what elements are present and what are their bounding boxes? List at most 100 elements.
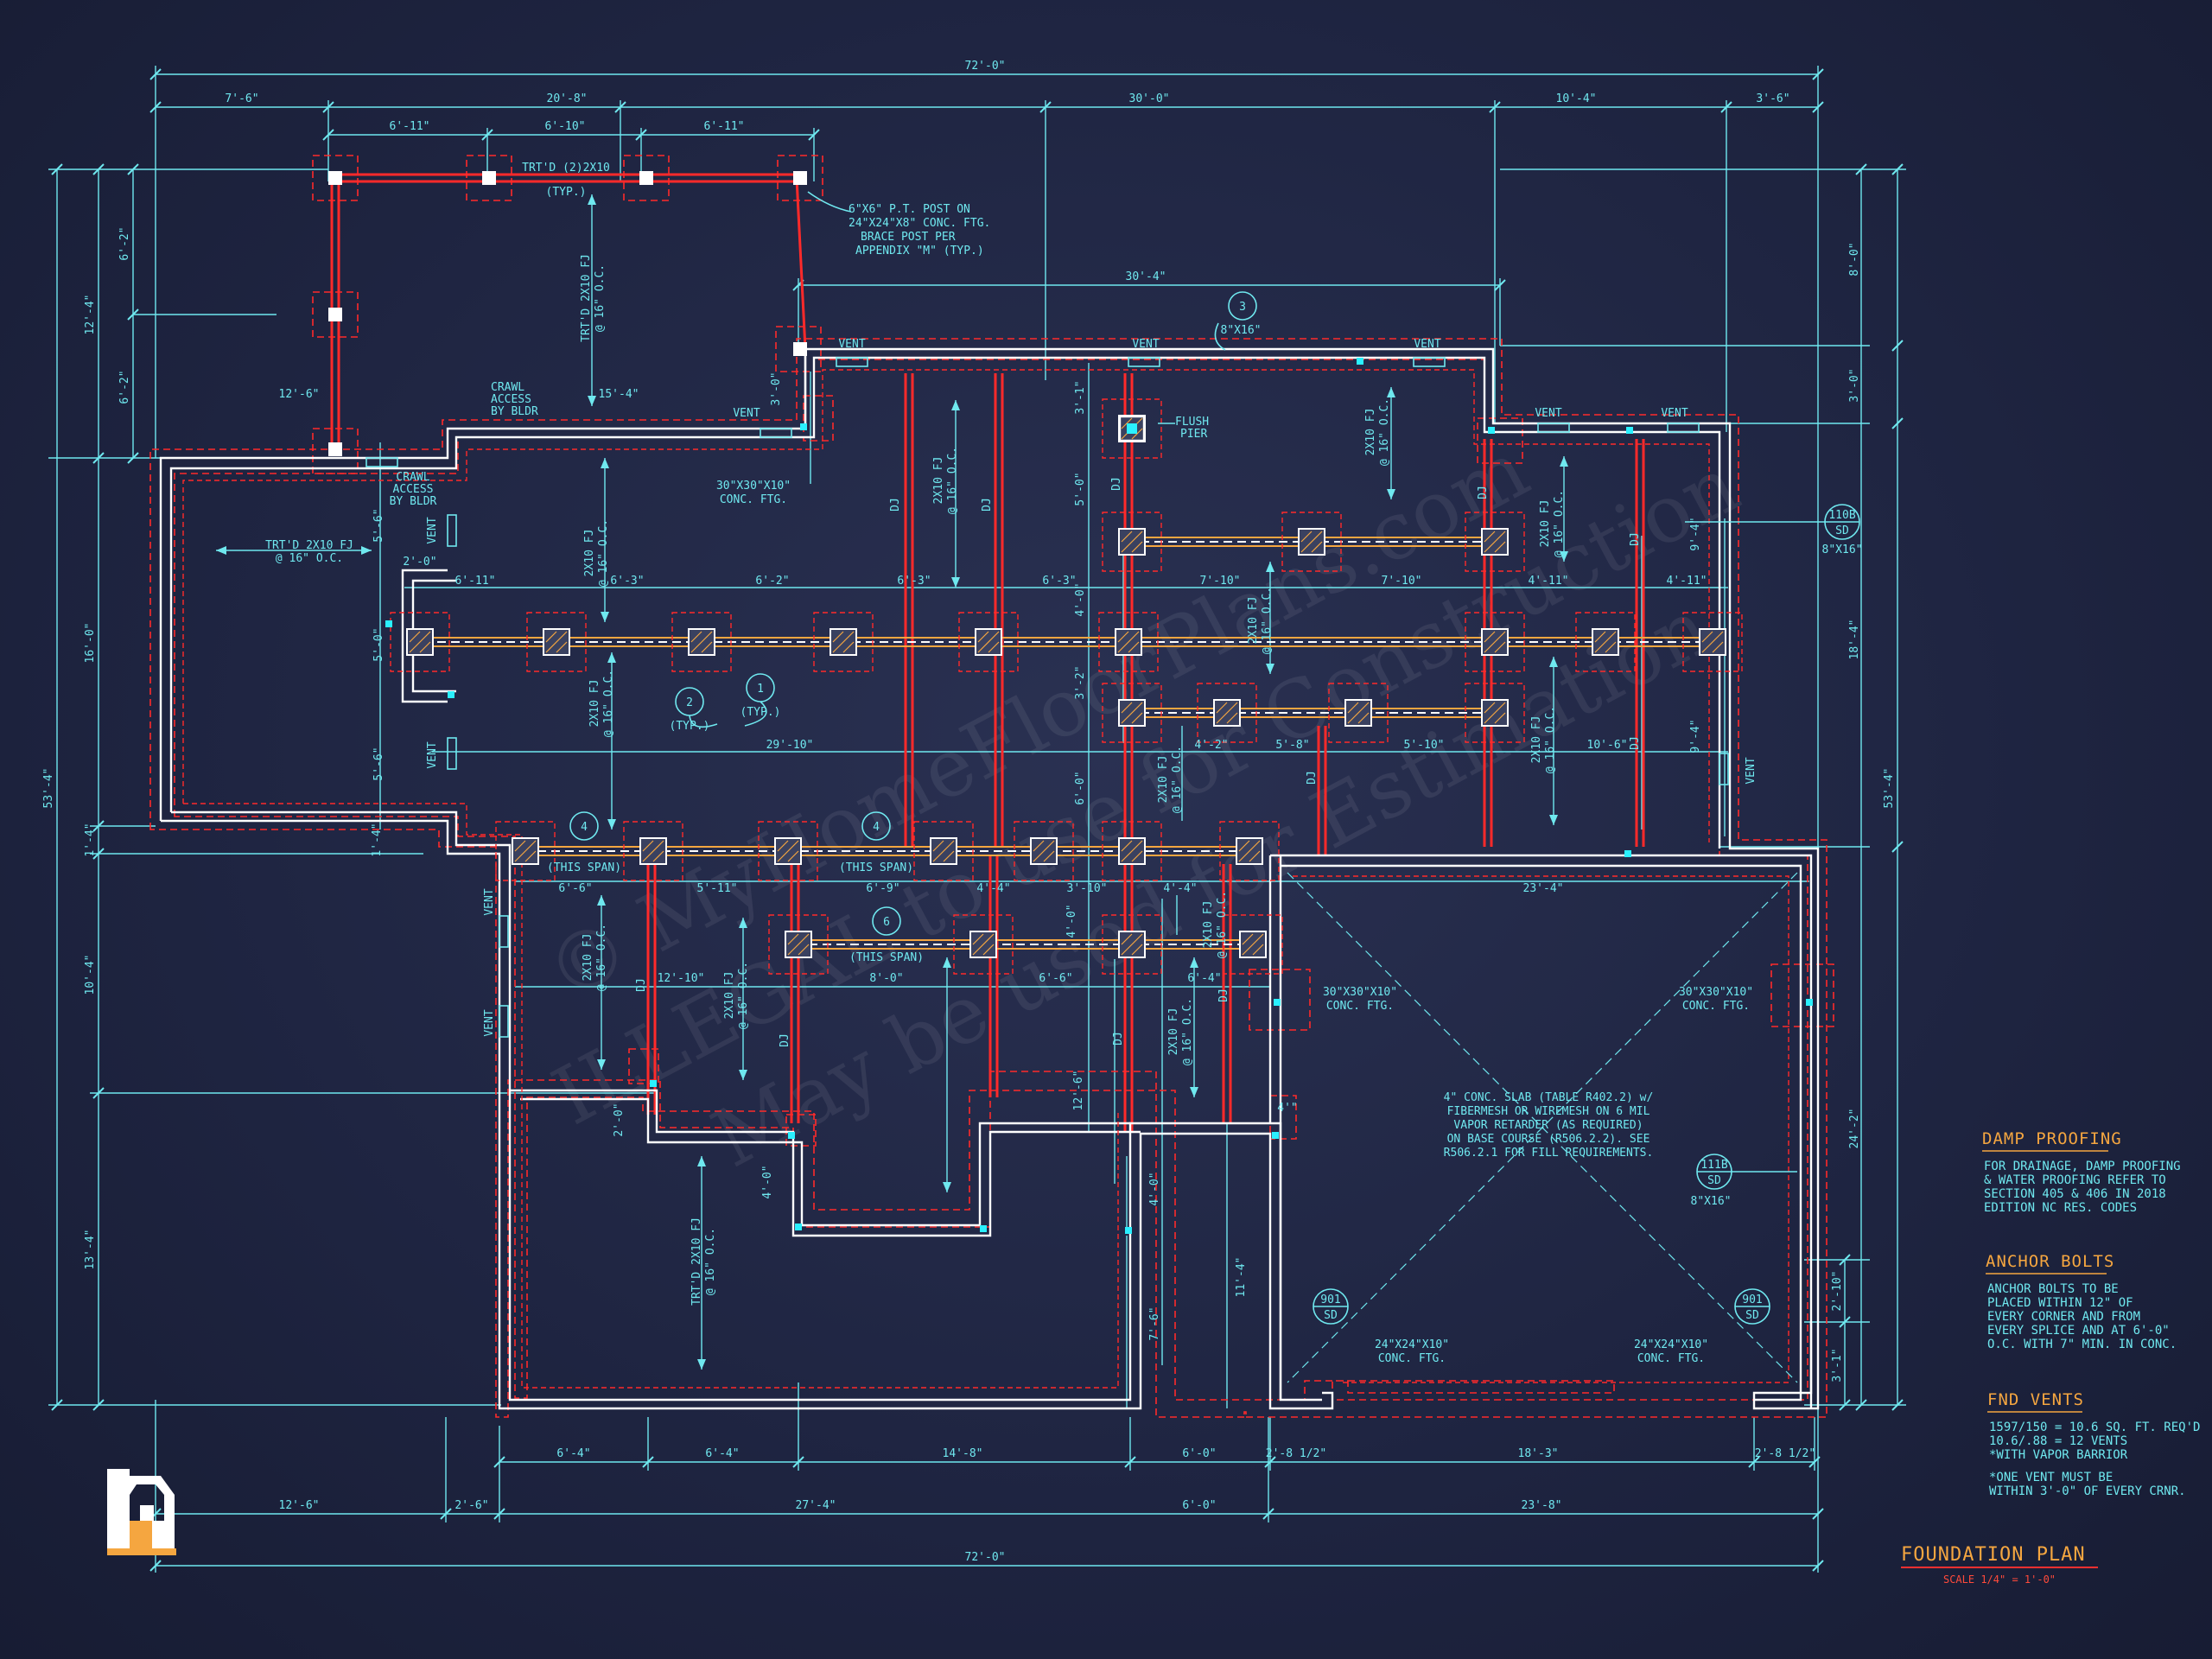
vent-label: VENT: [426, 741, 439, 768]
interior-dimension-label: 5'-6": [372, 747, 385, 780]
slab-note-1: 4" CONC. SLAB (TABLE R402.2) w/: [1444, 1091, 1654, 1104]
pier: [953, 914, 1014, 975]
left-fj-1: TRT'D 2X10 FJ: [265, 539, 353, 552]
bubble-3-size: 8"X16": [1221, 324, 1262, 337]
anchor-markers: [385, 358, 1813, 1234]
pier: [390, 612, 450, 672]
pier: [328, 171, 342, 185]
interior-dimension-label: 5'-10": [1404, 739, 1445, 752]
notes-panel: DAMP PROOFING FOR DRAINAGE, DAMP PROOFIN…: [1901, 1129, 2200, 1586]
conc-ftg-b1: 30"X30"X10": [1323, 986, 1397, 999]
dim-bottom2-4: 6'-0": [1182, 1499, 1216, 1512]
pier-footing: [958, 612, 1019, 672]
bubble-3: 3: [1239, 301, 1246, 314]
pier-footing: [1098, 612, 1159, 672]
interior-dimension-label: 7'-10": [1200, 575, 1241, 588]
vent-label: VENT: [1414, 338, 1440, 351]
post-note-2: 24"X24"X8" CONC. FTG.: [849, 217, 990, 230]
floor-joist-spacing: @ 16" O.C.: [737, 962, 750, 1029]
interior-dimension-label: 6'-9": [866, 882, 899, 895]
drop-joist-label: DJ: [1629, 532, 1642, 546]
interior-dimension-label: 6'-3": [1042, 575, 1076, 588]
conc-ftg-a2: CONC. FTG.: [720, 493, 787, 506]
damp-line-4: EDITION NC RES. CODES: [1984, 1201, 2137, 1215]
pier: [1465, 512, 1525, 572]
pier: [1465, 683, 1525, 743]
floor-joist-spacing: @ 16" O.C.: [1261, 587, 1274, 654]
pier-hatch: [1484, 631, 1506, 653]
anchor-line-1: ANCHOR BOLTS TO BE: [1987, 1282, 2119, 1296]
floor-joist-spacing: @ 16" O.C.: [1378, 398, 1391, 466]
pier: [1682, 612, 1743, 672]
pier-footing: [913, 821, 974, 881]
pier-block: [328, 442, 342, 456]
bubble-110b-size: 8"X16": [1822, 543, 1863, 556]
pier-footing: [768, 914, 829, 975]
interior-dimension-label: 12'-10": [658, 972, 705, 985]
flush-pier-block: [1118, 415, 1146, 442]
interior-dimension-label: 4'-11": [1667, 575, 1707, 588]
sheet-title: FOUNDATION PLAN: [1901, 1544, 2086, 1566]
vents-line-3: *WITH VAPOR BARRIOR: [1989, 1448, 2128, 1462]
pier-footing: [953, 914, 1014, 975]
interior-dimension-label: 5'-0": [372, 627, 385, 661]
interior-dimension-label: 9'-4": [1689, 517, 1702, 550]
interior-dimension-label: 3'-10": [1067, 882, 1108, 895]
pier-footing: [1328, 683, 1389, 743]
vents-line-5: *ONE VENT MUST BE: [1989, 1471, 2113, 1484]
bubble-2-typ: (TYP.): [670, 720, 710, 733]
vent-label: VENT: [838, 338, 865, 351]
interior-dimension-label: 6'-3": [897, 575, 931, 588]
dim-bottom2-5: 23'-8": [1522, 1499, 1562, 1512]
floor-joist-label: 2X10 FJ: [932, 457, 945, 505]
pier: [328, 442, 342, 456]
floor-joist-label: 2X10 FJ: [1364, 409, 1377, 456]
fnd-vents-title: FND VENTS: [1987, 1390, 2084, 1409]
crawl-access-1b: ACCESS: [491, 393, 531, 406]
interior-dimension-label: 6'-4": [1187, 972, 1221, 985]
dim-left-porch-1: 6'-2": [118, 226, 131, 260]
pier-footing: [1223, 914, 1283, 975]
dim-right-3: 18'-4": [1848, 620, 1861, 660]
pier-footing: [1102, 398, 1162, 459]
vent-label: VENT: [483, 888, 496, 915]
pier-footing: [1281, 512, 1342, 572]
conc-ftg-b2: CONC. FTG.: [1326, 1000, 1394, 1013]
pier-hatch: [1484, 531, 1506, 553]
pier: [1223, 914, 1283, 975]
interior-dimension-label: 6'-2": [755, 575, 789, 588]
vents-line-1: 1597/150 = 10.6 SQ. FT. REQ'D: [1989, 1421, 2200, 1434]
vent-label: VENT: [1132, 338, 1159, 351]
interior-dimension-label: 4'-0": [761, 1165, 774, 1198]
pier-hatch: [642, 840, 664, 862]
this-span-2: (THIS SPAN): [839, 861, 913, 874]
bubble-111b-top: 111B: [1700, 1159, 1727, 1172]
dim-right-outer: 53'-4": [1883, 768, 1896, 809]
pier-hatch: [1117, 631, 1140, 653]
conc-ftg-d2: CONC. FTG.: [1378, 1352, 1446, 1365]
interior-dimension-label: 1'-4": [371, 823, 384, 856]
dimension-text: 72'-0" 7'-6" 20'-8" 30'-0" 10'-4" 3'-6" …: [42, 60, 1896, 1564]
interior-dimension-label: 23'-4": [1523, 882, 1564, 895]
pier-hatch: [1121, 702, 1143, 724]
conc-ftg-a1: 30"X30"X10": [716, 480, 791, 493]
dim-bottom1-2: 6'-4": [705, 1447, 739, 1460]
drop-joist-label: DJ: [779, 1033, 791, 1047]
anchor-line-3: EVERY CORNER AND FROM: [1987, 1310, 2140, 1324]
pier: [1102, 821, 1162, 881]
pier: [758, 821, 818, 881]
bubble-111b-sd: SD: [1707, 1174, 1721, 1187]
pier-hatch: [1484, 702, 1506, 724]
dim-porch-1: 6'-11": [390, 120, 430, 133]
pier: [495, 821, 556, 881]
flush-pier-2: PIER: [1180, 428, 1207, 441]
interior-dimension-label: 15'-4": [599, 388, 639, 401]
pier-hatch: [972, 933, 995, 956]
floor-joist-spacing: @ 16" O.C.: [1216, 891, 1229, 958]
bubble-901a-top: 901: [1320, 1294, 1340, 1306]
dim-left-outer: 53'-4": [42, 768, 55, 809]
pier-hatch: [1347, 702, 1370, 724]
dim-top-4: 10'-4": [1556, 92, 1597, 105]
vents-line-2: 10.6/.88 = 12 VENTS: [1989, 1434, 2127, 1448]
dim-top-3: 30'-0": [1129, 92, 1170, 105]
